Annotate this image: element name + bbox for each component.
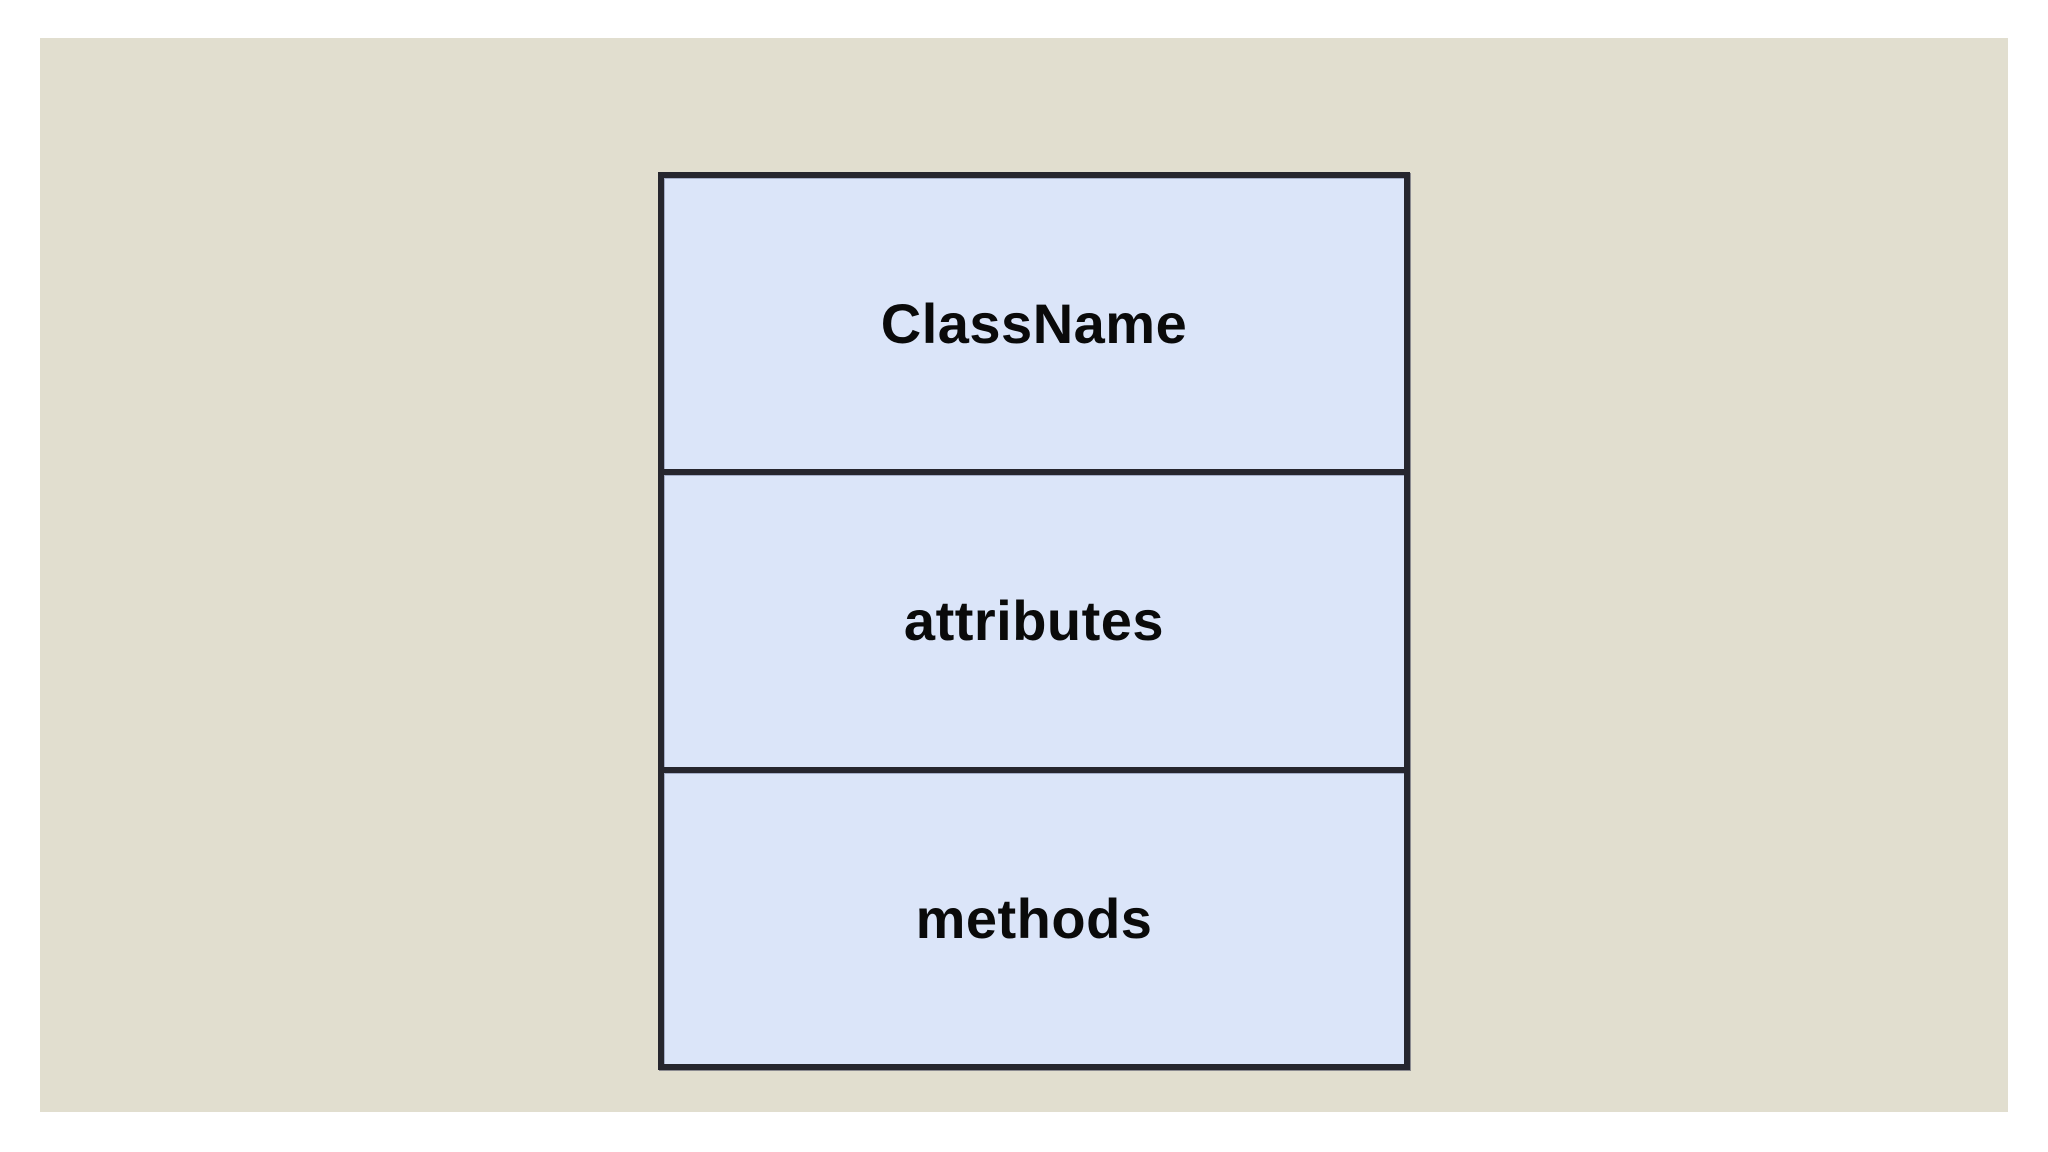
- uml-class-box: ClassName attributes methods: [658, 172, 1410, 1070]
- class-name-label: ClassName: [880, 292, 1188, 356]
- methods-label: methods: [915, 886, 1153, 950]
- attributes-label: attributes: [903, 589, 1165, 653]
- methods-compartment: methods: [664, 766, 1404, 1064]
- class-name-compartment: ClassName: [664, 178, 1404, 469]
- attributes-compartment: attributes: [664, 469, 1404, 766]
- diagram-canvas: ClassName attributes methods: [40, 38, 2008, 1112]
